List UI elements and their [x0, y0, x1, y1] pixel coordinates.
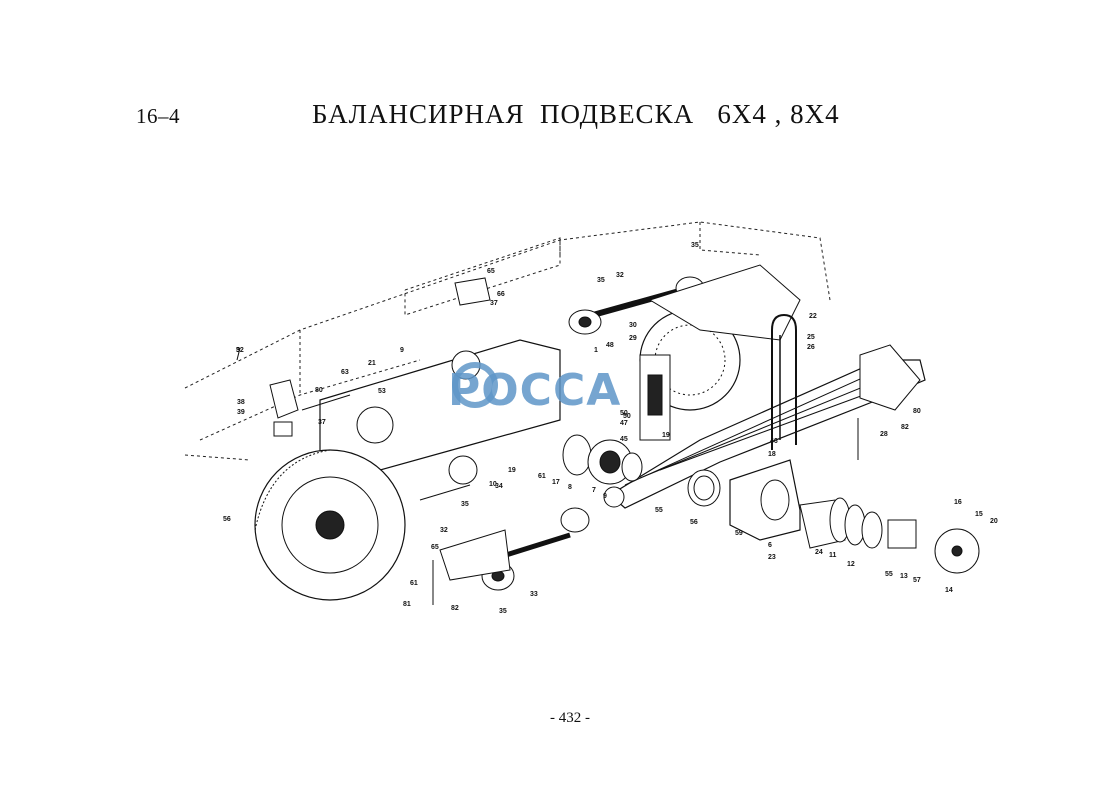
- callout-57: 57: [913, 577, 921, 584]
- u-bolts: [771, 313, 797, 450]
- callout-81: 81: [403, 601, 411, 608]
- callout-37: 37: [318, 419, 326, 426]
- callout-32: 32: [440, 527, 448, 534]
- callout-66: 66: [497, 291, 505, 298]
- callout-65: 65: [431, 544, 439, 551]
- callout-9: 9: [603, 493, 607, 500]
- callout-22: 22: [809, 313, 817, 320]
- callout-17: 17: [552, 479, 560, 486]
- callout-52: 52: [236, 347, 244, 354]
- watermark-text: РОССА: [448, 365, 621, 416]
- callout-53: 53: [378, 388, 386, 395]
- callout-50: 50: [623, 413, 631, 420]
- callout-35: 35: [597, 277, 605, 284]
- callout-38: 38: [237, 399, 245, 406]
- callout-1: 1: [594, 347, 598, 354]
- section-number: 16–4: [136, 104, 180, 128]
- callout-65: 65: [487, 268, 495, 275]
- callout-33: 33: [530, 591, 538, 598]
- callout-48: 48: [606, 342, 614, 349]
- callout-13: 13: [900, 573, 908, 580]
- callout-16: 16: [954, 499, 962, 506]
- callout-34: 34: [495, 483, 503, 490]
- callout-7: 7: [592, 487, 596, 494]
- callout-39: 39: [237, 409, 245, 416]
- callout-19: 19: [508, 467, 516, 474]
- callout-55: 55: [885, 571, 893, 578]
- callout-56: 56: [690, 519, 698, 526]
- callout-82: 82: [901, 424, 909, 431]
- callout-30: 30: [629, 322, 637, 329]
- callout-9: 9: [400, 347, 404, 354]
- lower-reaction-rod: [439, 507, 590, 591]
- callout-8: 8: [568, 484, 572, 491]
- callout-6: 6: [768, 542, 772, 549]
- callout-61: 61: [410, 580, 418, 587]
- callout-10: 10: [489, 481, 497, 488]
- watermark-logo: РОССА: [448, 362, 621, 416]
- callout-19: 19: [662, 432, 670, 439]
- callout-21: 21: [368, 360, 376, 367]
- bushing-assembly: [562, 434, 643, 485]
- trunnion-bracket: [729, 459, 801, 541]
- callout-35: 35: [691, 242, 699, 249]
- callout-35: 35: [461, 501, 469, 508]
- callout-25: 25: [807, 334, 815, 341]
- callout-12: 12: [847, 561, 855, 568]
- bump-stop: [639, 354, 671, 441]
- callout-55: 55: [655, 507, 663, 514]
- left-bracket-parts: [236, 277, 859, 605]
- trunnion-hub-parts: [687, 469, 980, 574]
- callout-80: 80: [315, 387, 323, 394]
- callout-labels: 5238393780632153965663735323029485019352…: [223, 242, 998, 615]
- callout-20: 20: [990, 518, 998, 525]
- callout-29: 29: [629, 335, 637, 342]
- callout-47: 47: [620, 420, 628, 427]
- callout-28: 28: [880, 431, 888, 438]
- frame-outline: [184, 221, 831, 461]
- callout-82: 82: [451, 605, 459, 612]
- callout-32: 32: [616, 272, 624, 279]
- callout-3: 3: [236, 347, 240, 354]
- callout-80: 80: [913, 408, 921, 415]
- callout-26: 26: [807, 344, 815, 351]
- callout-35: 35: [499, 608, 507, 615]
- callout-46: 46: [770, 438, 778, 445]
- callout-14: 14: [945, 587, 953, 594]
- callout-24: 24: [815, 549, 823, 556]
- callout-61: 61: [538, 473, 546, 480]
- callout-63: 63: [341, 369, 349, 376]
- callout-56: 56: [223, 516, 231, 523]
- callout-11: 11: [829, 552, 837, 559]
- callout-18: 18: [768, 451, 776, 458]
- page-title: БАЛАНСИРНАЯ ПОДВЕСКА 6Х4 , 8Х4: [312, 99, 840, 129]
- callout-37: 37: [490, 300, 498, 307]
- left-axle-housing: [254, 339, 561, 601]
- leaf-spring: [603, 344, 926, 509]
- callout-50: 50: [620, 410, 628, 417]
- callout-45: 45: [620, 436, 628, 443]
- callout-15: 15: [975, 511, 983, 518]
- callout-59: 59: [735, 530, 743, 537]
- page-number: - 432 -: [550, 710, 590, 726]
- callout-23: 23: [768, 554, 776, 561]
